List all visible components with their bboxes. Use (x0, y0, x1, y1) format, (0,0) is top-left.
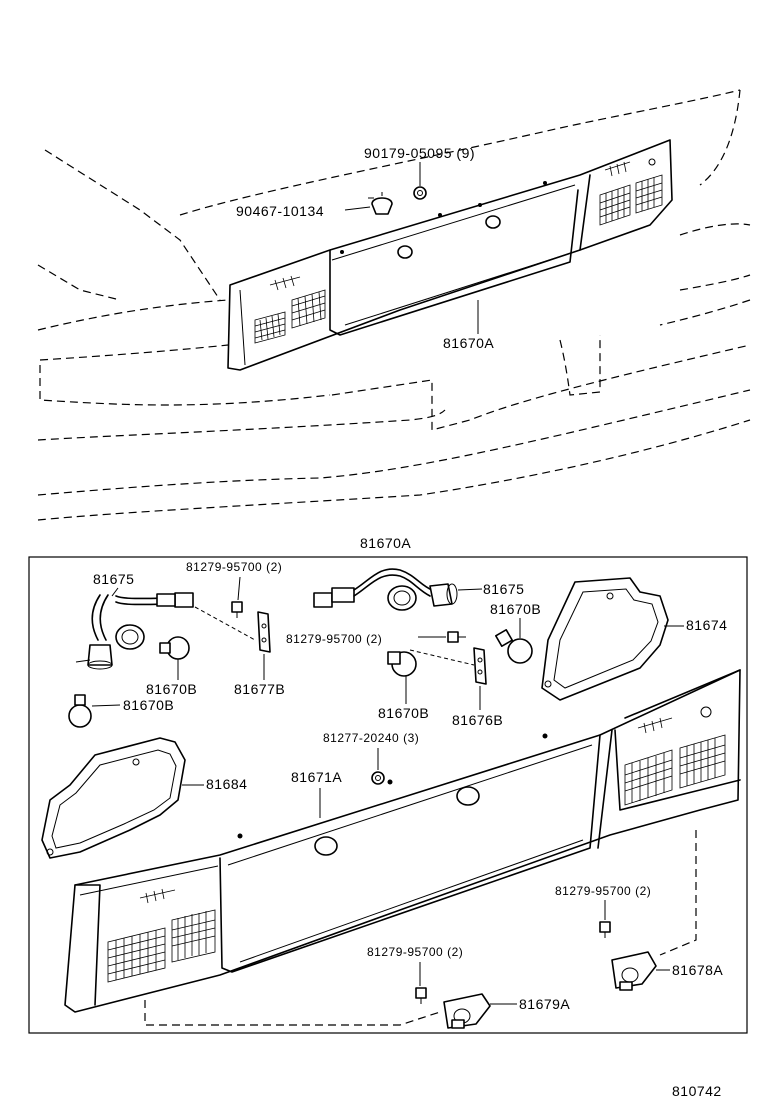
top-garnish-assembly (227, 139, 673, 371)
mount-dash-line-right (659, 830, 697, 956)
top-left-lamp-hatch (254, 275, 326, 344)
label-bulb-mid: 81670B (378, 705, 429, 721)
label-box-title: 81670A (360, 535, 411, 551)
gasket-left-icon (41, 737, 186, 859)
label-screw-mid: 81279-95700 (2) (286, 632, 382, 646)
screw-lower-mid-icon (415, 987, 427, 1004)
bottom-right-lamp-hatch (624, 717, 726, 806)
vehicle-outline (37, 89, 751, 521)
bottom-left-lamp-hatch (107, 888, 216, 983)
bracket-left-icon (257, 611, 271, 653)
label-screw-lower-right: 81279-95700 (2) (555, 884, 651, 898)
bulb-left-low-icon (68, 694, 92, 728)
label-bracket-right: 81676B (452, 712, 503, 728)
bracket-right-icon (473, 647, 487, 685)
screw-left-icon (231, 601, 243, 618)
label-gasket-left: 81684 (206, 776, 247, 792)
top-right-lamp-hatch (599, 161, 663, 226)
top-screw-icon (413, 186, 427, 200)
label-screw-left: 81279-95700 (2) (186, 560, 282, 574)
bottom-garnish-assembly (64, 669, 741, 1013)
lamp-mid-icon (443, 993, 491, 1029)
label-top-garnish: 81670A (443, 335, 494, 351)
bulb-right-upper-icon (495, 629, 533, 664)
nut-icon (371, 771, 385, 785)
label-bulb-right-upper: 81670B (490, 601, 541, 617)
socket-right-icon (313, 568, 458, 611)
gasket-right-icon (541, 577, 669, 701)
label-socket-left: 81675 (93, 571, 134, 587)
label-nut: 81277-20240 (3) (323, 731, 419, 745)
socket-left-icon (75, 592, 194, 670)
label-lens: 81671A (291, 769, 342, 785)
lamp-right-icon (611, 951, 657, 991)
label-bulb-left-low: 81670B (123, 697, 174, 713)
bulb-mid-icon (387, 651, 417, 677)
label-bulb-left-mid: 81670B (146, 681, 197, 697)
label-gasket-right: 81674 (686, 617, 727, 633)
label-socket-right: 81675 (483, 581, 524, 597)
screw-mid-icon (447, 631, 466, 643)
exploded-view-frame (28, 556, 748, 1034)
label-top-clip: 90467-10134 (236, 203, 324, 219)
figure-number: 810742 (672, 1083, 722, 1099)
label-lamp-right: 81678A (672, 962, 723, 978)
screw-lower-right-icon (599, 921, 611, 938)
mount-dash-line (144, 1000, 441, 1026)
label-screw-lower-mid: 81279-95700 (2) (367, 945, 463, 959)
bulb-left-mid-icon (159, 636, 190, 660)
label-bracket-left: 81677B (234, 681, 285, 697)
label-lamp-mid: 81679A (519, 996, 570, 1012)
label-top-screw: 90179-05095 (9) (364, 145, 475, 161)
top-clip-icon (368, 192, 393, 215)
